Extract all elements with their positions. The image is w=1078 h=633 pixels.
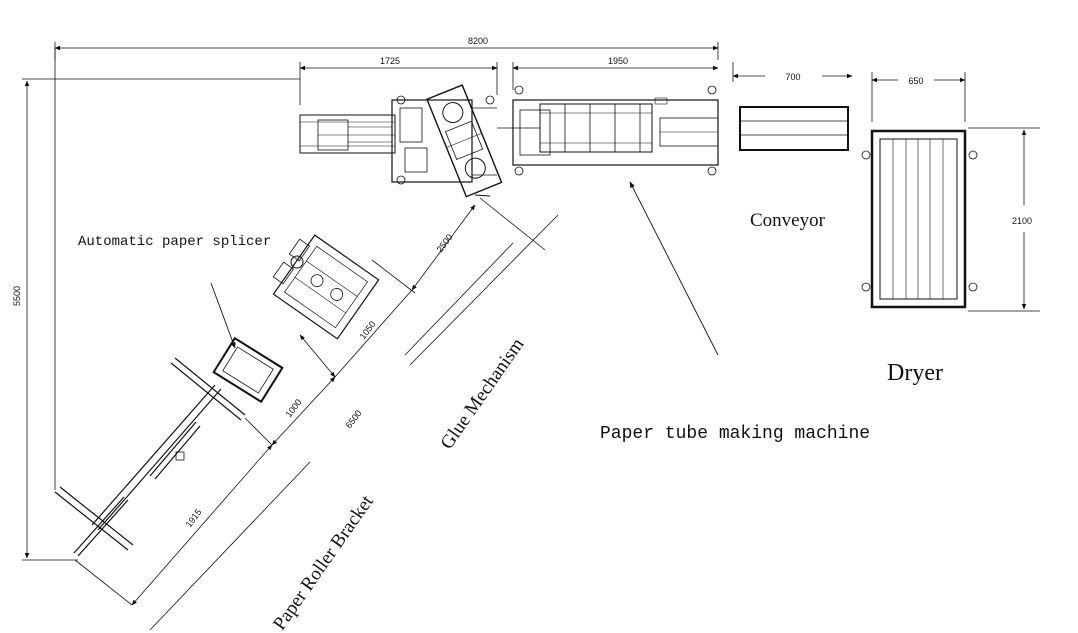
- splicer-label: Automatic paper splicer: [78, 234, 271, 250]
- dim-label-dryer-width: 650: [908, 76, 923, 86]
- splicer-pointer-arrow: [210, 282, 236, 349]
- splicer-unit: [272, 234, 380, 340]
- dim-label-bracket-gap: 1000: [284, 397, 304, 419]
- dim-2100: 2100: [968, 127, 1040, 312]
- dim-label-glue-offset: 2500: [435, 232, 455, 254]
- dim-label-tube-machine: 1950: [608, 56, 628, 66]
- glue-mechanism-label: Glue Mechanism: [437, 334, 529, 453]
- dim-label-dryer-length: 2100: [1012, 216, 1032, 226]
- dim-label-bracket-length: 1915: [184, 507, 204, 529]
- conveyor-unit: [739, 106, 849, 151]
- dryer-label: Dryer: [887, 360, 943, 386]
- dim-1725: 1725: [299, 56, 498, 105]
- tube-machine: [497, 85, 719, 176]
- dryer-unit: [861, 129, 978, 309]
- conveyor-label: Conveyor: [750, 210, 826, 231]
- dim-650: 650: [871, 72, 966, 122]
- dim-label-conveyor-width: 700: [785, 72, 800, 82]
- dim-1950: 1950: [512, 56, 719, 90]
- dim-5500: 5500: [12, 48, 300, 561]
- dim-label-diagonal-length: 6500: [344, 408, 364, 430]
- roller-bracket: [54, 357, 246, 557]
- dim-label-splicer-depth: 1050: [358, 319, 378, 341]
- control-panel: [212, 336, 284, 404]
- dim-label-total-height: 5500: [12, 286, 22, 306]
- tube-machine-pointer-arrow: [629, 181, 719, 356]
- dim-label-feed-section: 1725: [380, 56, 400, 66]
- roller-bracket-label: Paper Roller Bracket: [269, 491, 378, 633]
- tube-machine-label: Paper tube making machine: [600, 424, 870, 444]
- diagonal-dims: [74, 197, 559, 631]
- pointer-arrows: [210, 181, 719, 356]
- dim-700: 700: [732, 62, 853, 82]
- feed-unit: [299, 84, 503, 198]
- dim-label-total-width: 8200: [468, 36, 488, 46]
